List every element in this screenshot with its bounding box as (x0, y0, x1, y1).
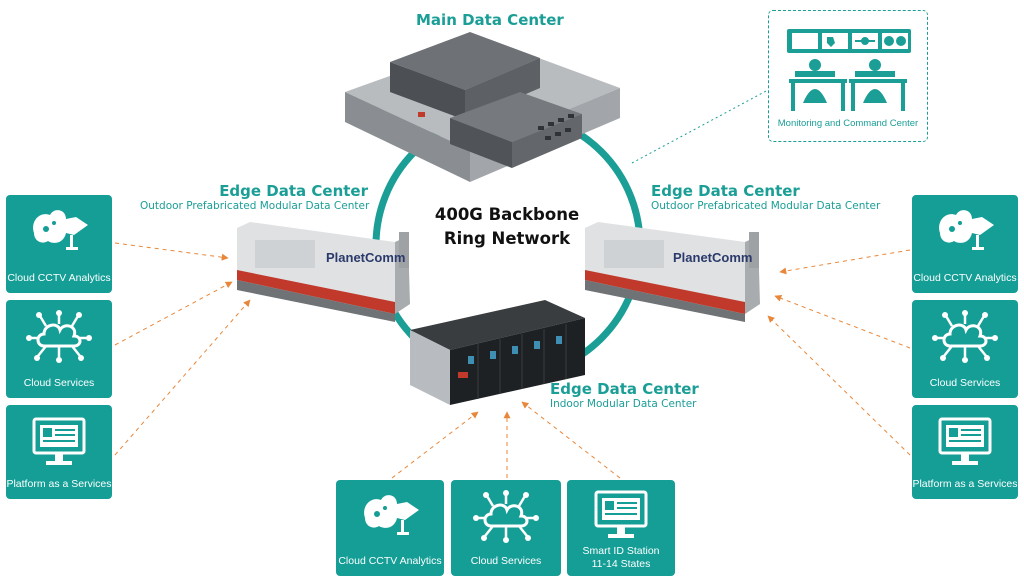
tile-bottom-cloud: Cloud Services (451, 480, 561, 576)
tile-left-cloud: Cloud Services (6, 300, 112, 398)
tile-left-paas: Platform as a Services (6, 405, 112, 499)
cctv-brain-icon (939, 210, 994, 250)
monitoring-link (631, 89, 769, 164)
container-brand-left: PlanetComm (326, 250, 405, 265)
tile-right-paas: Platform as a Services (912, 405, 1018, 499)
arrow-right-3 (767, 315, 911, 456)
tile-caption: Platform as a Services (912, 478, 1018, 490)
edge-indoor-title: Edge Data Center (550, 380, 699, 398)
edge-right-title: Edge Data Center (651, 182, 800, 200)
cctv-brain-icon (364, 495, 419, 535)
ring-label-line2: Ring Network (443, 229, 571, 248)
tile-caption: Cloud Services (23, 377, 95, 389)
tile-caption: Platform as a Services (6, 478, 112, 490)
cctv-brain-icon (33, 210, 88, 250)
tile-left-cctv: Cloud CCTV Analytics (6, 195, 112, 293)
ring-network-label: 400G Backbone Ring Network (432, 203, 582, 251)
container-brand-right: PlanetComm (673, 250, 752, 265)
monitoring-command-center: Monitoring and Command Center (768, 10, 928, 142)
indoor-modular-data-center (410, 300, 585, 405)
arrows-right (767, 249, 911, 456)
arrows-bottom (391, 401, 621, 479)
edge-left-subtitle: Outdoor Prefabricated Modular Data Cente… (140, 200, 370, 212)
outdoor-container-left: PlanetComm (237, 222, 410, 322)
edge-left-title: Edge Data Center (219, 182, 368, 200)
edge-right-label: Edge Data Center Outdoor Prefabricated M… (651, 182, 880, 212)
monitor-icon (938, 417, 992, 465)
cloud-network-icon (932, 310, 998, 363)
command-center-icon (787, 29, 911, 111)
tile-right-cloud: Cloud Services (912, 300, 1018, 398)
edge-left-label: Edge Data Center Outdoor Prefabricated M… (140, 182, 370, 212)
outdoor-container-right: PlanetComm (585, 222, 760, 322)
tile-bottom-smart-id: Smart ID Station 11-14 States (567, 480, 675, 576)
tile-caption: Smart ID Station 11-14 States (567, 545, 675, 571)
cloud-network-icon (26, 310, 92, 363)
arrow-bottom-3 (521, 401, 621, 479)
ring-label-line1: 400G Backbone (434, 205, 580, 224)
arrows-left (114, 242, 251, 456)
edge-indoor-subtitle: Indoor Modular Data Center (550, 398, 697, 410)
tile-caption: Cloud CCTV Analytics (7, 272, 111, 284)
tile-caption: Cloud CCTV Analytics (338, 555, 442, 567)
main-data-center-title: Main Data Center (416, 11, 564, 29)
tile-caption-line1: Smart ID Station (582, 545, 660, 557)
edge-right-subtitle: Outdoor Prefabricated Modular Data Cente… (651, 200, 881, 212)
tile-bottom-cctv: Cloud CCTV Analytics (336, 480, 444, 576)
tile-caption: Cloud Services (929, 377, 1001, 389)
main-data-center-building (345, 32, 620, 182)
arrow-right-1 (779, 249, 911, 275)
monitor-icon (32, 417, 86, 465)
arrow-bottom-1 (391, 411, 479, 479)
cloud-network-icon (473, 490, 539, 543)
arrow-left-1 (114, 242, 229, 261)
monitoring-caption: Monitoring and Command Center (777, 118, 919, 129)
tile-right-cctv: Cloud CCTV Analytics (912, 195, 1018, 293)
arrow-left-2 (114, 281, 233, 346)
tile-caption: Cloud CCTV Analytics (913, 272, 1017, 284)
tile-caption-line2: 11-14 States (591, 558, 651, 570)
edge-indoor-label: Edge Data Center Indoor Modular Data Cen… (550, 380, 699, 410)
tile-caption: Cloud Services (470, 555, 542, 567)
monitor-icon (594, 490, 648, 538)
arrow-left-3 (114, 299, 251, 456)
arrow-right-2 (774, 294, 911, 349)
